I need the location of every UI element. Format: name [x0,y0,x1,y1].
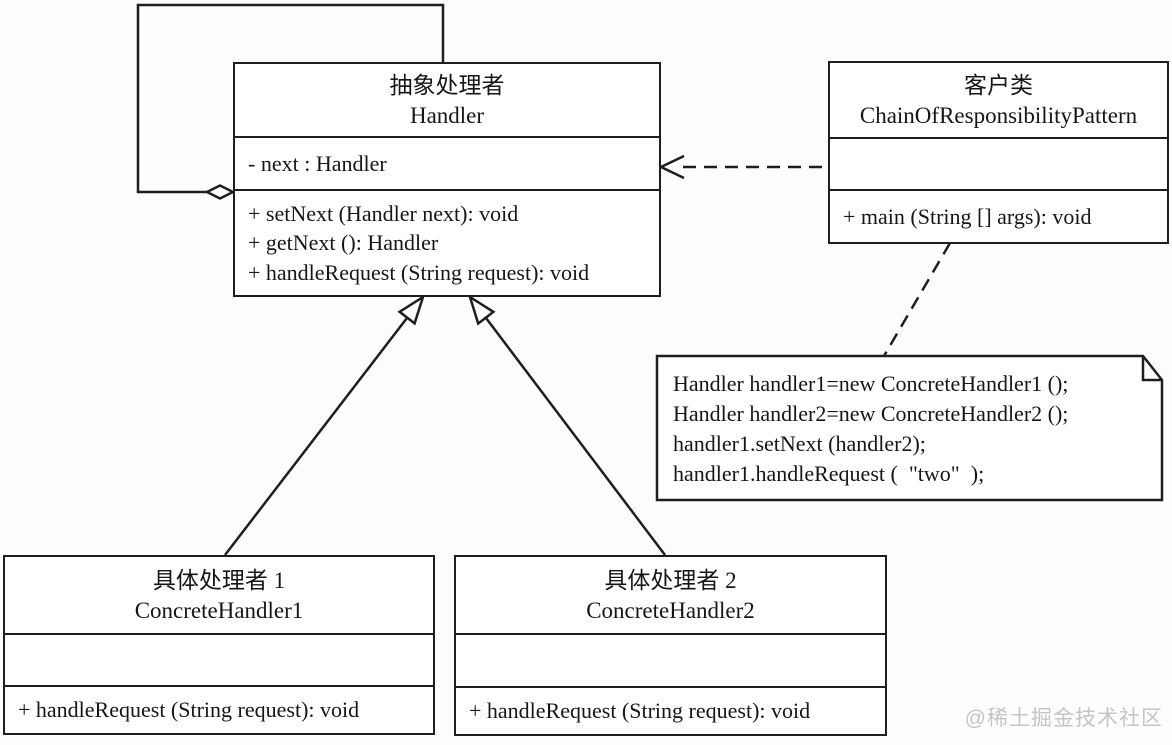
self-association-line [136,3,445,194]
class-methods-section: + setNext (Handler next): void + getNext… [235,191,659,295]
inheritance-line-2 [485,317,666,556]
class-title-cn: 抽象处理者 [389,73,505,98]
class-attributes-section-empty [5,635,433,687]
class-box-client: 客户类 ChainOfResponsibilityPattern + main … [828,61,1169,244]
class-box-concrete-handler-1: 具体处理者 1 ConcreteHandler1 + handleRequest… [3,555,435,735]
method-item: + handleRequest (String request): void [469,698,811,724]
code-line: Handler handler2=new ConcreteHandler2 ()… [673,401,1069,426]
dependency-open-arrowhead-icon [658,154,685,180]
code-line: Handler handler1=new ConcreteHandler1 ()… [673,371,1069,396]
class-methods-section: + handleRequest (String request): void [456,688,885,734]
class-box-concrete-handler-2: 具体处理者 2 ConcreteHandler2 + handleRequest… [454,555,887,736]
watermark-text: @稀土掘金技术社区 [964,707,1163,730]
method-item: + main (String [] args): void [843,203,1092,229]
class-title-cn: 客户类 [964,73,1033,98]
method-item: + handleRequest (String request): void [18,697,360,723]
class-box-handler: 抽象处理者 Handler - next : Handler + setNext… [233,62,661,297]
code-line: handler1.handleRequest ( "two" ); [673,461,985,486]
note-anchor-dashed-line [882,242,952,357]
class-methods-section: + main (String [] args): void [830,191,1167,242]
class-methods-section: + handleRequest (String request): void [5,687,433,733]
inheritance-triangle-icon-2 [467,294,496,326]
note-shape [655,354,1164,502]
method-item: + getNext (): Handler [248,230,439,256]
attribute-item: - next : Handler [248,150,387,176]
class-title-cn: 具体处理者 1 [152,568,286,593]
class-attributes-section-empty [830,139,1167,191]
inheritance-line-1 [224,317,408,556]
code-line: handler1.setNext (handler2); [673,431,926,456]
class-attributes-section: - next : Handler [235,138,659,191]
method-item: + handleRequest (String request): void [248,259,590,285]
aggregation-diamond-icon [204,184,236,200]
note-fold-corner-icon [1141,356,1162,382]
class-title-section: 客户类 ChainOfResponsibilityPattern [830,63,1167,139]
class-title-section: 具体处理者 2 ConcreteHandler2 [456,557,885,635]
class-title-en: Handler [409,103,485,128]
class-title-en: ConcreteHandler2 [586,598,755,623]
class-title-cn: 具体处理者 2 [604,568,737,593]
class-title-en: ConcreteHandler1 [134,598,304,623]
class-title-section: 抽象处理者 Handler [235,64,659,138]
class-title-en: ChainOfResponsibilityPattern [859,103,1138,128]
code-note: Handler handler1=new ConcreteHandler1 ()… [657,356,1162,500]
inheritance-triangle-icon-1 [397,294,426,326]
class-attributes-section-empty [456,635,885,688]
method-item: + setNext (Handler next): void [248,200,519,226]
class-title-section: 具体处理者 1 ConcreteHandler1 [5,557,433,635]
